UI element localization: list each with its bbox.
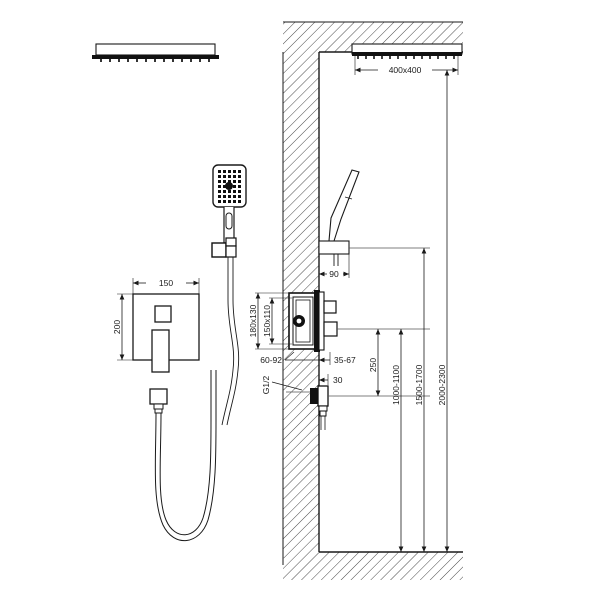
dim-faceplate-width: 150 [132,278,200,294]
dim-label-valve-outer: 180x130 [248,304,258,337]
dim-wall-depth-range: 60-92 [260,351,319,365]
ceiling-shower-head-elevation [92,43,219,62]
dim-label-ceiling-head-size: 400x400 [389,65,422,75]
hand-shower-section [328,169,360,242]
floor-slab [283,552,463,580]
dim-label-faceplate-height: 200 [112,320,122,334]
dim-label-thread-size: G1/2 [261,376,271,395]
dim-label-outlet-projection: 30 [333,375,343,385]
hand-shower-head [212,164,247,244]
diverter-button[interactable] [323,300,337,314]
dim-label-ceiling-head-height-range: 2000-2300 [437,364,447,405]
dim-faceplate-height: 200 [112,293,134,361]
dim-valve-inner: 150x110 [262,297,292,345]
hose-wall-connector [149,388,168,414]
lever-handle[interactable] [323,321,338,337]
dim-outlet-to-valve: 250 [368,329,381,396]
wall-outlet-elbow [286,385,430,430]
dim-valve-projection-range: 35-67 [319,352,356,365]
flexible-shower-hose [154,370,217,542]
concealed-valve-body [288,290,430,352]
dim-ceiling-head-height-range: 2000-2300 [437,70,450,552]
dim-thread-size: G1/2 [261,376,303,395]
dim-label-wall-depth-range: 60-92 [260,355,282,365]
dim-valve-height-range: 1000-1100 [391,329,404,552]
dim-outlet-projection: 30 [319,374,343,385]
lever-handle-elevation[interactable] [151,329,170,373]
dim-label-outlet-to-valve: 250 [368,358,378,372]
hand-shower-wall-bracket [318,240,430,266]
dim-label-faceplate-width: 150 [159,278,173,288]
dim-label-valve-projection-range: 35-67 [334,355,356,365]
dim-label-valve-inner: 150x110 [262,305,272,337]
hose-from-bracket [221,299,240,426]
dim-label-valve-height-range: 1000-1100 [391,365,401,405]
dim-label-bracket-height-range: 1500-1700 [414,364,424,405]
dim-valve-outer: 180x130 [248,292,290,350]
dim-bracket-height-range: 1500-1700 [414,248,427,552]
hand-shower-wall-bracket-elevation [211,237,237,300]
mixer-valve-faceplate [132,293,200,373]
ceiling-shower-head [351,43,463,59]
dim-bracket-projection: 90 [319,254,350,279]
dim-label-bracket-projection: 90 [329,269,339,279]
diverter-button-elevation[interactable] [154,305,172,323]
